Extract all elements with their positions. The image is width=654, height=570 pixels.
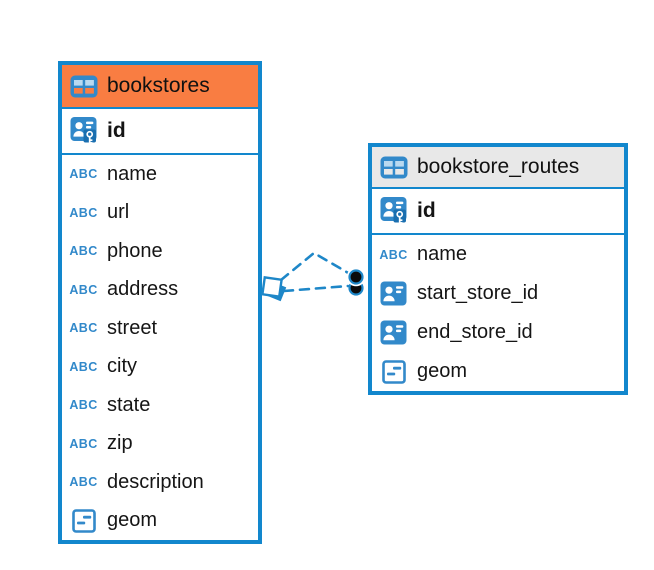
- text-type-icon: ABC: [69, 398, 98, 413]
- table-header-bookstores[interactable]: bookstores: [62, 65, 258, 109]
- column-name: zip: [107, 432, 133, 455]
- column-row-zip[interactable]: ABC zip: [62, 425, 258, 464]
- column-name: end_store_id: [417, 321, 533, 343]
- column-name: street: [107, 316, 158, 339]
- table-title: bookstore_routes: [417, 155, 580, 178]
- column-row-name[interactable]: ABC name: [372, 235, 624, 274]
- relationship-line-upper[interactable]: [279, 251, 352, 282]
- column-row-description[interactable]: ABC description: [62, 463, 258, 502]
- column-row-geom[interactable]: geom: [62, 502, 258, 541]
- column-name: city: [107, 355, 137, 378]
- table-icon: [69, 75, 98, 98]
- one-end-dot-markers[interactable]: [346, 267, 366, 296]
- column-row-end_store_id[interactable]: end_store_id: [372, 313, 624, 352]
- object-geometry-icon: [379, 359, 408, 384]
- object-geometry-icon: [69, 508, 98, 533]
- column-row-name[interactable]: ABC name: [62, 155, 258, 194]
- text-type-icon: ABC: [69, 359, 98, 374]
- text-type-icon: ABC: [69, 205, 98, 220]
- column-row-id[interactable]: id: [62, 109, 258, 155]
- table-title: bookstores: [107, 74, 210, 97]
- text-type-icon: ABC: [69, 282, 98, 297]
- primary-key-icon: [69, 116, 98, 147]
- text-type-icon: ABC: [69, 244, 98, 259]
- many-end-diamond-marker[interactable]: [261, 276, 287, 302]
- column-name: geom: [107, 509, 158, 532]
- column-name: state: [107, 393, 151, 416]
- column-name: description: [107, 470, 204, 493]
- column-row-city[interactable]: ABC city: [62, 348, 258, 387]
- column-row-start_store_id[interactable]: start_store_id: [372, 274, 624, 313]
- column-row-street[interactable]: ABC street: [62, 309, 258, 348]
- column-name: name: [417, 243, 468, 265]
- column-name: name: [107, 162, 158, 185]
- column-name: url: [107, 201, 130, 224]
- text-type-icon: ABC: [69, 436, 98, 451]
- column-row-state[interactable]: ABC state: [62, 386, 258, 425]
- relationship-line-lower[interactable]: [282, 284, 350, 293]
- text-type-icon: ABC: [69, 475, 98, 490]
- text-type-icon: ABC: [69, 321, 98, 336]
- foreign-key-icon: [379, 281, 408, 306]
- foreign-key-icon: [379, 320, 408, 345]
- column-name: phone: [107, 239, 163, 262]
- column-name: id: [417, 199, 436, 222]
- column-row-phone[interactable]: ABC phone: [62, 232, 258, 271]
- text-type-icon: ABC: [69, 167, 98, 182]
- text-type-icon: ABC: [379, 247, 408, 262]
- column-name: address: [107, 278, 179, 301]
- column-name: start_store_id: [417, 282, 539, 304]
- column-row-address[interactable]: ABC address: [62, 271, 258, 310]
- primary-key-icon: [379, 196, 408, 227]
- table-header-bookstore_routes[interactable]: bookstore_routes: [372, 147, 624, 189]
- column-row-url[interactable]: ABC url: [62, 194, 258, 233]
- column-row-geom[interactable]: geom: [372, 352, 624, 391]
- table-icon: [379, 156, 408, 179]
- column-row-id[interactable]: id: [372, 189, 624, 235]
- column-name: geom: [417, 360, 468, 382]
- column-name: id: [107, 119, 126, 142]
